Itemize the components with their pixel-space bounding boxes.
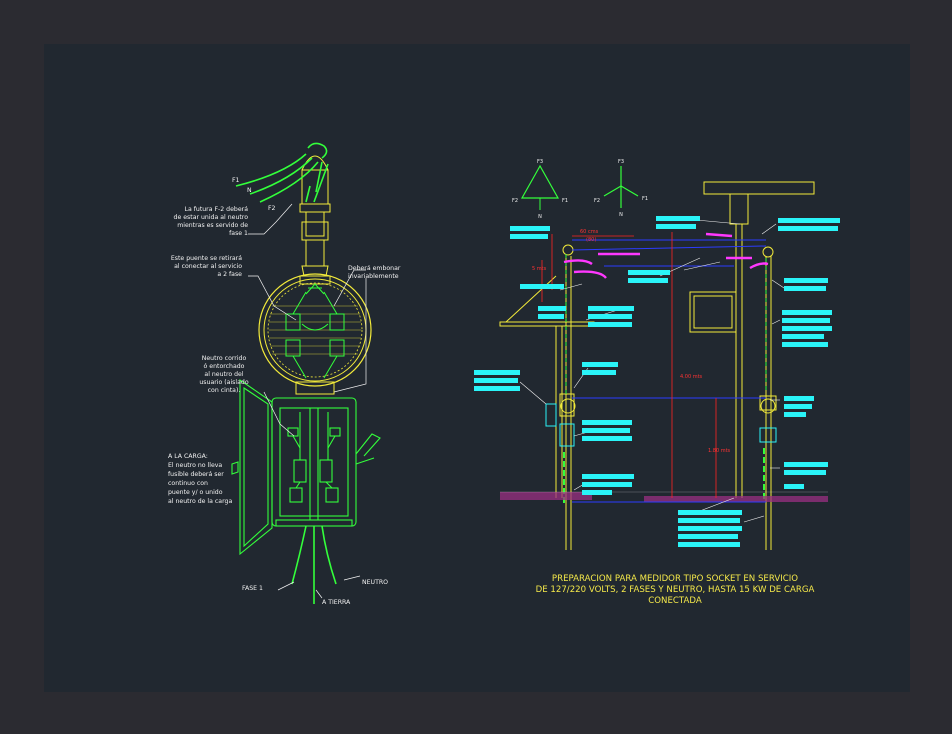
- note-line: Deberá embonar: [348, 264, 401, 272]
- drawing-caption: PREPARACION PARA MEDIDOR TIPO SOCKET EN …: [536, 574, 815, 606]
- note-line: con cinta).: [208, 387, 241, 394]
- left-note-futura: La futura F-2 deberá de estar unida al n…: [174, 205, 249, 237]
- caption-line-2: DE 127/220 VOLTS, 2 FASES Y NEUTRO, HAST…: [536, 585, 815, 595]
- note-line: La futura F-2 deberá: [185, 205, 249, 213]
- note-line: Este puente se retirará: [171, 254, 242, 262]
- phasor-star: F3 F2 F1 N: [594, 159, 648, 218]
- left-note-carga: A LA CARGA: El neutro no lleva fusible d…: [168, 453, 232, 505]
- label-n: N: [247, 187, 252, 194]
- note-line: a 2 fase: [217, 271, 242, 278]
- caption-line-3: CONECTADA: [648, 596, 702, 606]
- note-line: usuario (aislado: [199, 379, 248, 386]
- disconnect-box: [231, 378, 381, 556]
- label-f2: F2: [268, 205, 276, 212]
- label-tierra: A TIERRA: [322, 599, 351, 606]
- installation-elevation: 4.00 mts 1.80 mts 5 mts 60 cms (80): [474, 181, 840, 550]
- service-drop-wires: [235, 142, 329, 203]
- note-line: fusible deberá ser: [168, 470, 224, 478]
- meter-posts: [545, 244, 777, 550]
- utility-pole: [703, 181, 815, 498]
- left-note-neutro: Neutro corrido ó entorchado al neutro de…: [199, 355, 248, 394]
- phasor-label: N: [538, 214, 542, 220]
- phasor-label: F3: [618, 159, 624, 165]
- dim-180: 1.80 mts: [708, 448, 731, 454]
- note-line: ó entorchado: [204, 362, 245, 370]
- service-conductors: [571, 239, 767, 503]
- ground-line: [500, 491, 828, 502]
- drawing-canvas: La futura F-2 deberá de estar unida al n…: [44, 44, 910, 692]
- dim-60: 60 cms: [580, 229, 599, 235]
- cad-drawing: La futura F-2 deberá de estar unida al n…: [168, 142, 840, 606]
- label-neutro: NEUTRO: [362, 579, 388, 586]
- note-line: al neutro del: [204, 371, 243, 378]
- note-line: A LA CARGA:: [168, 453, 208, 460]
- phasor-label: F2: [594, 198, 600, 204]
- note-line: mientras es servido de: [177, 222, 248, 229]
- left-note-embonar: Deberá embonar invariablemente: [348, 264, 401, 280]
- phasor-delta: F3 F2 F1 N: [512, 159, 568, 220]
- note-line: al neutro de la carga: [168, 498, 232, 505]
- magenta-connectors: [563, 232, 769, 279]
- meter-jaws: [285, 283, 345, 379]
- phasor-label: F2: [512, 198, 518, 204]
- caption-line-1: PREPARACION PARA MEDIDOR TIPO SOCKET EN …: [552, 574, 798, 584]
- elevation-leaders: [519, 219, 785, 523]
- callout-blocks: [474, 216, 840, 547]
- note-line: continuo con: [168, 480, 208, 487]
- meter-assembly-detail: La futura F-2 deberá de estar unida al n…: [168, 142, 401, 606]
- dimension-lines: [541, 232, 717, 498]
- phasor-label: F1: [562, 198, 568, 204]
- note-line: puente y/ o unido: [168, 489, 223, 496]
- outgoing-cables: [291, 525, 337, 604]
- dim-4m: 4.00 mts: [680, 374, 703, 380]
- note-line: fase 1: [229, 230, 248, 237]
- phasor-label: N: [619, 212, 623, 218]
- label-fase1: FASE 1: [242, 585, 263, 592]
- note-line: invariablemente: [348, 273, 399, 280]
- leader-lines: [248, 203, 367, 599]
- mast-pipe: [299, 211, 331, 285]
- dim-5m: 5 mts: [532, 266, 547, 272]
- note-line: El neutro no lleva: [168, 462, 222, 469]
- note-line: de estar unida al neutro: [174, 214, 249, 221]
- phasor-label: F1: [642, 196, 648, 202]
- label-f1: F1: [232, 177, 240, 184]
- left-note-puente: Este puente se retirará al conectar al s…: [171, 254, 242, 278]
- meter-socket: [258, 273, 372, 395]
- phasor-label: F3: [537, 159, 543, 165]
- dim-80: (80): [586, 237, 596, 243]
- note-line: al conectar al servicio: [174, 263, 242, 270]
- note-line: Neutro corrido: [202, 355, 247, 362]
